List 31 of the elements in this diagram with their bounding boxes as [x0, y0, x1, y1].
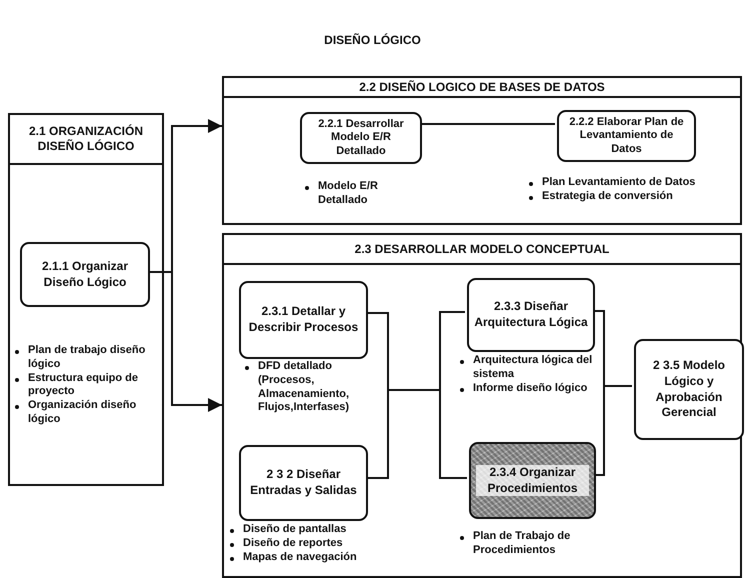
group-panel — [222, 76, 742, 225]
process-box: 2 3.5 Modelo Lógico y Aprobación Gerencial — [634, 339, 744, 440]
panel-heading: 2.1 ORGANIZACIÓN DISEÑO LÓGICO — [10, 115, 162, 165]
process-box: 2.3.4 Organizar Procedimientos — [469, 442, 596, 519]
group-panel — [222, 233, 742, 578]
panel-heading: 2.2 DISEÑO LOGICO DE BASES DE DATOS — [224, 78, 740, 98]
output-item: Diseño de pantallas — [243, 523, 346, 535]
output-item: Modelo E/R Detallado — [318, 180, 378, 206]
output-item: Estructura equipo de proyecto — [28, 372, 138, 398]
process-box: 2.3.3 Diseñar Arquitectura Lógica — [467, 278, 595, 352]
connector-line — [420, 123, 555, 125]
diagram-title: DISEÑO LÓGICO — [323, 33, 422, 47]
process-box: 2.2.2 Elaborar Plan de Levantamiento de Datos — [557, 110, 696, 162]
process-box: 2.3.1 Detallar y Describir Procesos — [239, 281, 368, 359]
group-panel — [8, 113, 164, 486]
output-item: Plan de trabajo diseño lógico — [28, 344, 146, 370]
output-item: Informe diseño lógico — [473, 382, 588, 394]
arrow — [148, 271, 222, 412]
connector-line — [594, 385, 632, 476]
output-item: Plan de Trabajo de Procedimientos — [473, 530, 570, 556]
output-item: Diseño de reportes — [243, 536, 343, 549]
output-item: Mapas de navegación — [243, 550, 357, 562]
output-item: DFD detallado (Procesos, Almacenamiento, Flujos,Interfases) — [258, 360, 350, 414]
panel-heading: 2.3 DESARROLLAR MODELO CONCEPTUAL — [224, 235, 740, 265]
output-item: Plan Levantamiento de Datos — [542, 176, 696, 188]
process-box: 2.1.1 Organizar Diseño Lógico — [20, 242, 150, 307]
output-item: Organización diseño lógico — [28, 399, 136, 425]
process-box: 2 3 2 Diseñar Entradas y Salidas — [239, 445, 368, 521]
output-item: Estrategia de conversión — [542, 190, 673, 202]
output-item: Arquitectura lógica del sistema — [473, 354, 592, 380]
process-box: 2.2.1 Desarrollar Modelo E/R Detallado — [300, 112, 422, 164]
